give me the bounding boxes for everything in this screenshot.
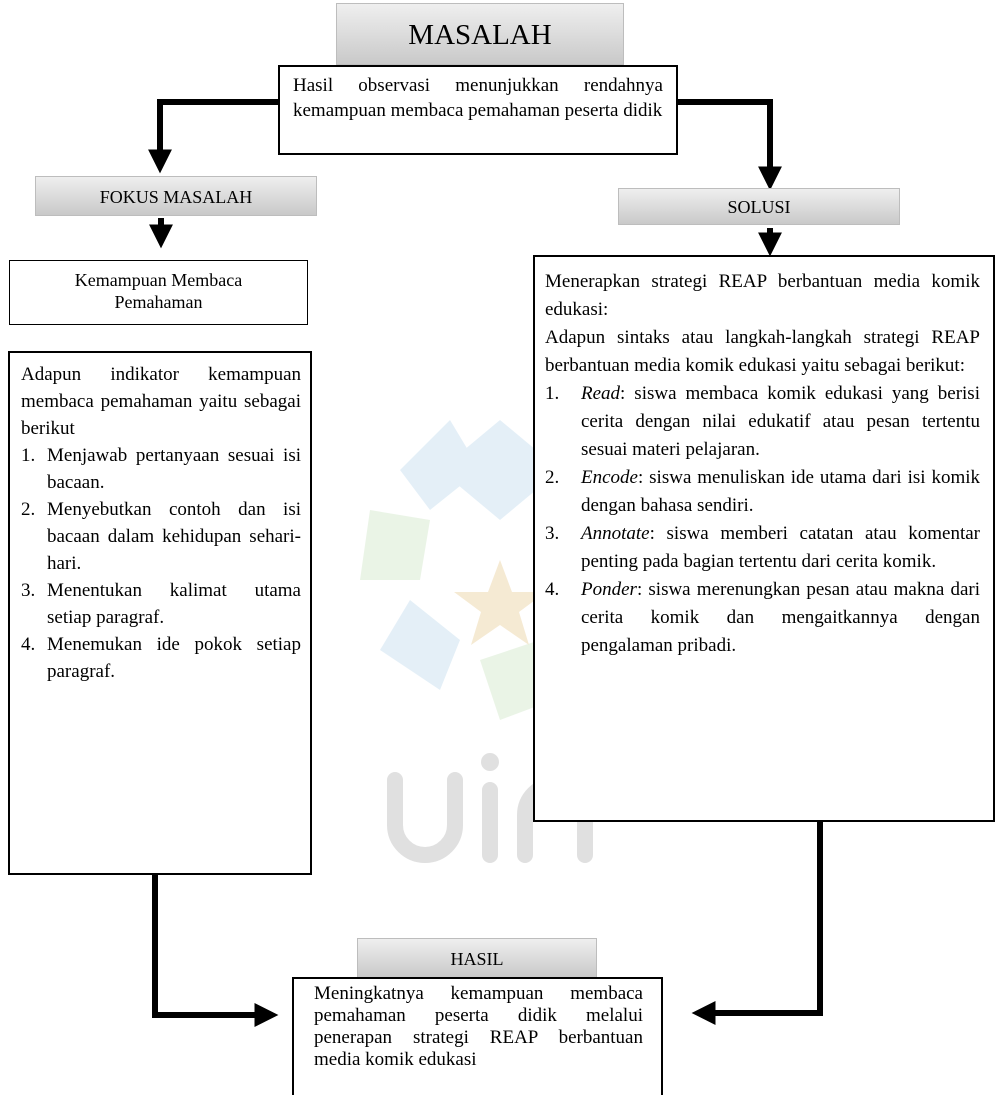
focus-text: Kemampuan Membaca Pemahaman [74, 270, 243, 312]
indicator-number: 1. [21, 445, 36, 466]
indicator-text: Menemukan ide pokok setiap paragraf. [47, 634, 301, 682]
indicator-text: Menjawab pertanyaan sesuai isi bacaan. [47, 445, 301, 493]
step-term: Ponder [581, 579, 637, 600]
problem-text: Hasil observasi menunjukkan rendahnya ke… [293, 75, 663, 121]
indicators-list: 1. Menjawab pertanyaan sesuai isi bacaan… [21, 442, 301, 685]
indicator-item: 4. Menemukan ide pokok setiap paragraf. [21, 631, 301, 685]
focus-box: Kemampuan Membaca Pemahaman [9, 260, 308, 325]
step-term: Encode [581, 467, 638, 488]
watermark-petal [360, 510, 430, 580]
result-header: HASIL [357, 938, 597, 978]
problem-box: Hasil observasi menunjukkan rendahnya ke… [278, 65, 678, 155]
masalah-title: MASALAH [408, 19, 552, 51]
focus-header: FOKUS MASALAH [35, 176, 317, 216]
indicator-number: 2. [21, 499, 36, 520]
focus-title: FOKUS MASALAH [99, 187, 253, 207]
indicator-text: Menyebutkan contoh dan isi bacaan dalam … [47, 499, 301, 574]
step-number: 1. [545, 383, 560, 404]
solution-title: SOLUSI [727, 197, 791, 217]
solution-step: 1. Read: siswa membaca komik edukasi yan… [545, 380, 980, 464]
step-number: 4. [545, 579, 560, 600]
solution-step: 2. Encode: siswa menuliskan ide utama da… [545, 464, 980, 520]
solution-intro-2: Adapun sintaks atau langkah-langkah stra… [545, 327, 980, 376]
step-text: : siswa memberi catatan atau komentar pe… [581, 523, 980, 572]
indicators-intro: Adapun indikator kemampuan membaca pemah… [21, 364, 301, 439]
step-text: : siswa membaca komik edukasi yang beris… [581, 383, 980, 460]
step-text: : siswa menuliskan ide utama dari isi ko… [581, 467, 980, 516]
solution-step: 4. Ponder: siswa merenungkan pesan atau … [545, 576, 980, 660]
watermark-petal [400, 420, 480, 510]
indicator-number: 4. [21, 634, 36, 655]
indicator-item: 2. Menyebutkan contoh dan isi bacaan dal… [21, 496, 301, 577]
indicator-text: Menentukan kalimat utama setiap paragraf… [47, 580, 301, 628]
step-text: : siswa merenungkan pesan atau makna dar… [581, 579, 980, 656]
masalah-header: MASALAH [336, 3, 624, 65]
solution-intro-1: Menerapkan strategi REAP berbantuan medi… [545, 271, 980, 320]
step-term: Annotate [581, 523, 650, 544]
step-term: Read [581, 383, 621, 404]
arrow-indicators-to-result [152, 873, 279, 1027]
step-number: 3. [545, 523, 560, 544]
solution-steps: 1. Read: siswa membaca komik edukasi yan… [545, 380, 980, 660]
result-title: HASIL [450, 949, 504, 969]
solution-header: SOLUSI [618, 188, 900, 225]
watermark-petal [440, 420, 560, 520]
step-number: 2. [545, 467, 560, 488]
indicator-item: 3. Menentukan kalimat utama setiap parag… [21, 577, 301, 631]
result-box: Meningkatnya kemampuan membaca pemahaman… [292, 977, 663, 1095]
solution-box: Menerapkan strategi REAP berbantuan medi… [533, 255, 995, 822]
solution-step: 3. Annotate: siswa memberi catatan atau … [545, 520, 980, 576]
watermark-petal [380, 600, 460, 690]
indicators-box: Adapun indikator kemampuan membaca pemah… [8, 351, 312, 875]
result-text: Meningkatnya kemampuan membaca pemahaman… [314, 983, 643, 1070]
indicator-item: 1. Menjawab pertanyaan sesuai isi bacaan… [21, 442, 301, 496]
arrow-problem-to-focus [148, 99, 278, 174]
watermark-star [454, 560, 546, 645]
watermark-dot [481, 753, 499, 771]
arrow-solution-to-result [691, 822, 823, 1025]
arrow-problem-to-solution [677, 99, 782, 191]
indicator-number: 3. [21, 580, 36, 601]
